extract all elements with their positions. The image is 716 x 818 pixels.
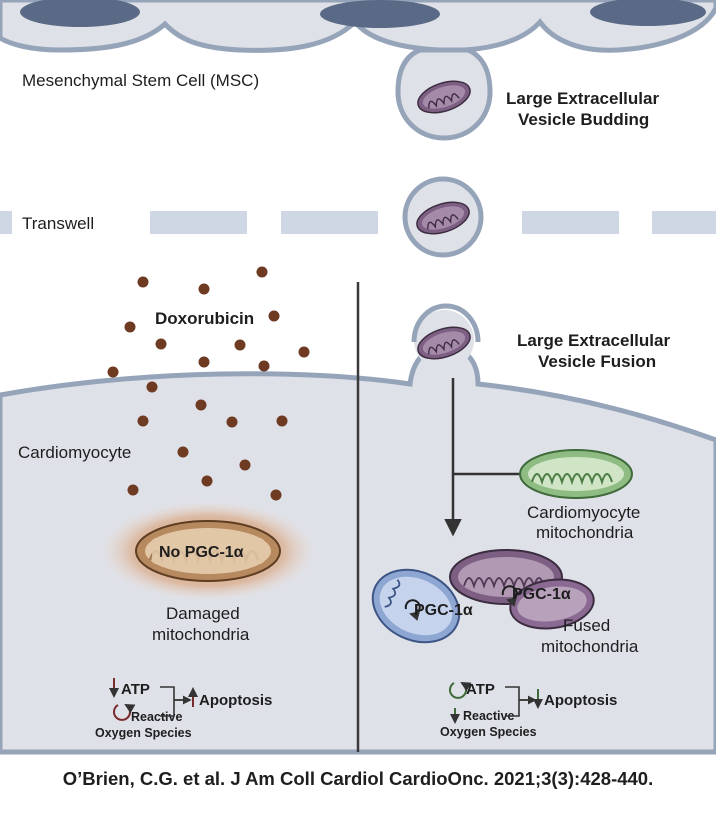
- left-atp-label: ATP: [121, 681, 150, 698]
- ros-cycle-icon: [113, 703, 136, 721]
- right-outcome: ATP Reactive Oxygen Species Apoptosis: [440, 681, 617, 739]
- cardiomyocyte-mitochondrion-green: [519, 449, 633, 499]
- pgc-label-2: PGC-1α: [512, 586, 571, 603]
- pgc-label-1: PGC-1α: [414, 602, 473, 619]
- transwell-label: Transwell: [22, 214, 94, 233]
- damaged-label-line2: mitochondria: [152, 625, 250, 644]
- atp-cycle-icon: [449, 681, 472, 699]
- no-pgc-label: No PGC-1α: [159, 544, 244, 561]
- cardiomyocyte-mito-label-line2: mitochondria: [536, 523, 634, 542]
- msc-nucleus-3: [590, 0, 706, 26]
- fused-mitochondria-cluster: [371, 549, 595, 644]
- msc-cell-layer: [0, 0, 716, 141]
- transwell-membrane: [0, 211, 716, 234]
- doxorubicin-label: Doxorubicin: [155, 309, 254, 328]
- fusion-label-line1: Large Extracellular: [517, 331, 670, 350]
- left-bracket: [160, 686, 175, 717]
- right-ros-line1: Reactive: [463, 709, 514, 723]
- damaged-label-line1: Damaged: [166, 604, 240, 623]
- cardiomyocyte-mito-label-line1: Cardiomyocyte: [527, 503, 640, 522]
- msc-label: Mesenchymal Stem Cell (MSC): [22, 71, 259, 90]
- budding-label-line2: Vesicle Budding: [518, 110, 649, 129]
- cardiomyocyte-label: Cardiomyocyte: [18, 443, 131, 462]
- damaged-mitochondrion: [100, 501, 316, 601]
- left-apoptosis-label: Apoptosis: [199, 692, 272, 709]
- pgc-recycle-icon-2: [501, 585, 518, 607]
- right-bracket: [505, 686, 520, 717]
- budding-label-line1: Large Extracellular: [506, 89, 659, 108]
- left-outcome: ATP Reactive Oxygen Species Apoptosis: [95, 678, 272, 740]
- citation: O’Brien, C.G. et al. J Am Coll Cardiol C…: [62, 768, 654, 789]
- vesicle-mitochondrion-1: [417, 80, 471, 114]
- msc-nucleus-2: [320, 0, 440, 28]
- transfer-arrows: [444, 378, 522, 537]
- left-ros-line2: Oxygen Species: [95, 726, 192, 740]
- fused-label-line1: Fused: [563, 616, 610, 635]
- right-atp-label: ATP: [466, 681, 495, 698]
- doxorubicin-particles: [107, 266, 310, 501]
- transit-vesicle: [402, 176, 484, 258]
- left-ros-line1: Reactive: [131, 710, 182, 724]
- msc-nucleus-1: [20, 0, 140, 27]
- pgc-recycle-icon-1: [404, 599, 421, 621]
- fused-label-line2: mitochondria: [541, 637, 639, 656]
- right-apoptosis-label: Apoptosis: [544, 692, 617, 709]
- fusion-label-line2: Vesicle Fusion: [538, 352, 656, 371]
- right-ros-line2: Oxygen Species: [440, 725, 537, 739]
